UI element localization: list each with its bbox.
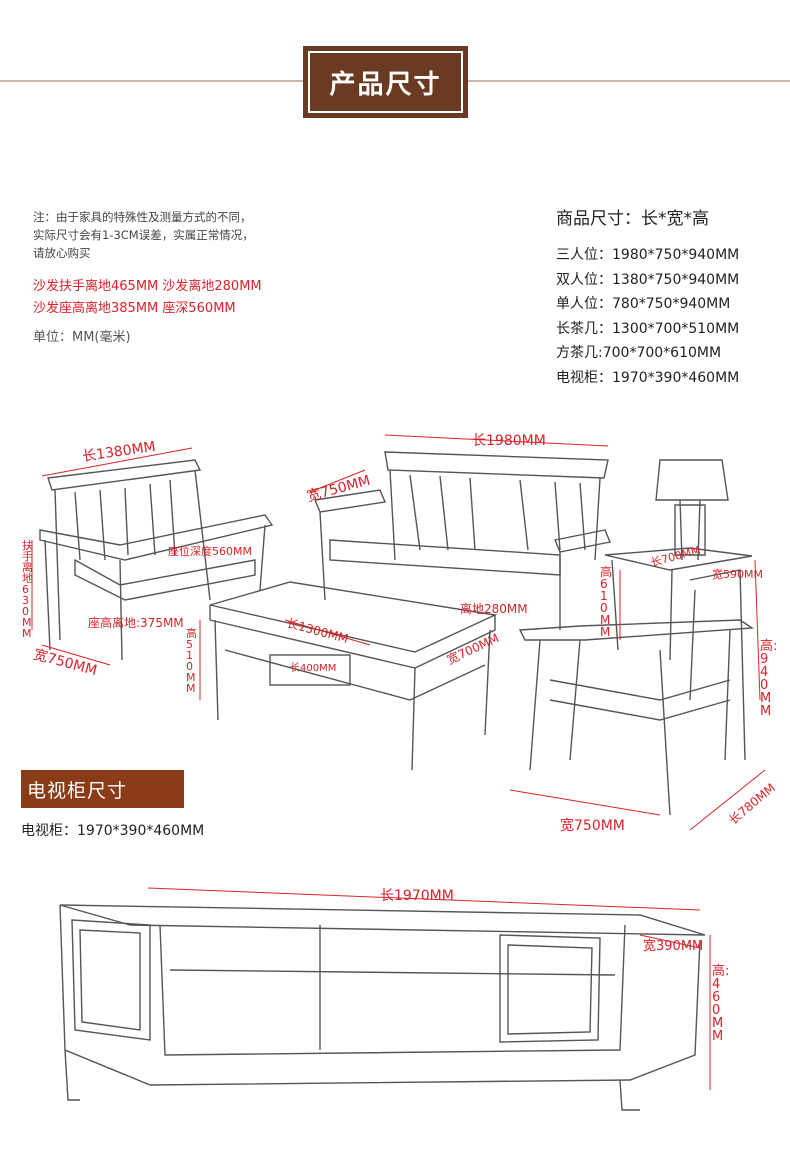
sofa-length-label: 长1980MM [472,433,546,449]
product-size-list: 商品尺寸：长*宽*高 三人位：1980*750*940MM 双人位：1380*7… [556,204,739,390]
spec-row: 三人位：1980*750*940MM [556,247,740,263]
unit-label: 单位：MM(毫米) [33,330,131,345]
chair-width-label: 宽750MM [560,818,625,834]
loveseat-depth-label: 座位深度560MM [168,545,252,558]
tv-width-label: 宽390MM [643,939,704,954]
sofa-drawing [314,451,611,630]
side-table-height-label: 高610MM [600,565,613,639]
disclaimer-note: 注：由于家具的特殊性及测量方式的不同， 实际尺寸会有1-3CM误差，实属正常情况… [33,208,293,262]
table-ground-label: 离地280MM [460,602,528,616]
table-drawer-label: 长400MM [290,663,337,674]
loveseat-drawing [39,459,274,661]
tv-cabinet-size: 电视柜：1970*390*460MM [21,823,205,839]
note-line: 实际尺寸会有1-3CM误差，实属正常情况， [33,228,254,242]
note-line: 注：由于家具的特殊性及测量方式的不同， [33,210,252,224]
header-line-left [0,80,303,82]
spec-row: 电视柜：1970*390*460MM [556,369,740,386]
armchair-drawing [518,569,755,816]
side-table-width-label: 宽590MM [712,568,763,581]
note-line: 请放心购买 [33,246,91,260]
page-title: 产品尺寸 [303,46,468,118]
dimension-lines [31,434,766,1090]
chair-height-label: 高:940MM [760,639,778,719]
side-table-drawing [604,459,753,661]
loveseat-arm-label: 扶手离地630MM [22,539,33,640]
sofa-height-specs: 沙发扶手离地465MM 沙发离地280MM 沙发座高离地385MM 座深560M… [33,276,262,320]
red-spec-line: 沙发扶手离地465MM 沙发离地280MM [33,279,262,294]
coffee-table-drawing [209,581,498,771]
tv-cabinet-section-title: 电视柜尺寸 [21,770,184,808]
spec-row: 长茶几：1300*700*510MM [556,320,740,337]
tv-height-label: 高:460MM [712,964,730,1044]
loveseat-seat-label: 座高离地:375MM [88,616,184,630]
red-spec-line: 沙发座高离地385MM 座深560MM [33,301,236,316]
tv-length-label: 长1970MM [380,888,454,904]
spec-row: 双人位：1380*750*940MM [556,271,740,288]
tv-cabinet-drawing [59,904,706,1111]
spec-row: 方茶几:700*700*610MM [556,345,722,361]
spec-heading: 商品尺寸：长*宽*高 [556,209,709,229]
table-height-label: 高510MM [186,627,197,695]
header-line-right [468,80,790,82]
spec-row: 单人位：780*750*940MM [556,296,731,312]
